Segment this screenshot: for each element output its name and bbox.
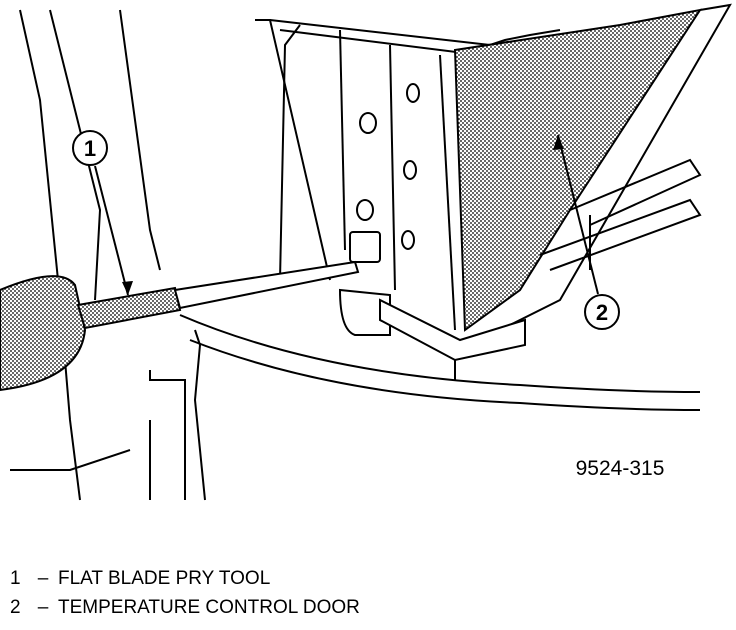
pry-tool-shank	[76, 286, 182, 330]
housing-left-panel	[10, 9, 186, 501]
door-edge	[499, 3, 732, 331]
legend-name: TEMPERATURE CONTROL DOOR	[58, 597, 360, 618]
housing-floor-curve	[179, 314, 701, 501]
callout-legend: 1 – FLAT BLADE PRY TOOL 2 – TEMPERATURE …	[10, 564, 710, 622]
heater-core-housing-illustration: 1 2 9524-315	[0, 3, 732, 501]
legend-row-1: 1 – FLAT BLADE PRY TOOL	[10, 564, 710, 593]
legend-separator: –	[37, 568, 49, 589]
door-pivot-bracket	[338, 231, 526, 380]
callout-1: 1	[72, 130, 133, 296]
callout-2: 2	[553, 134, 620, 330]
legend-row-2: 2 – TEMPERATURE CONTROL DOOR	[10, 593, 710, 622]
pry-tool-blade	[173, 260, 360, 310]
pry-tool-handle	[0, 275, 87, 392]
legend-number: 1	[10, 568, 21, 589]
legend-number: 2	[10, 597, 21, 618]
temperature-control-door	[453, 8, 703, 332]
figure-id-label: 9524-315	[576, 457, 665, 480]
legend-separator: –	[37, 597, 49, 618]
door-frame	[255, 19, 561, 331]
callout-1-number: 1	[84, 136, 96, 161]
legend-name: FLAT BLADE PRY TOOL	[58, 568, 271, 589]
pry-tool	[0, 260, 360, 392]
callout-2-number: 2	[596, 300, 608, 325]
frame-holes	[356, 83, 420, 250]
